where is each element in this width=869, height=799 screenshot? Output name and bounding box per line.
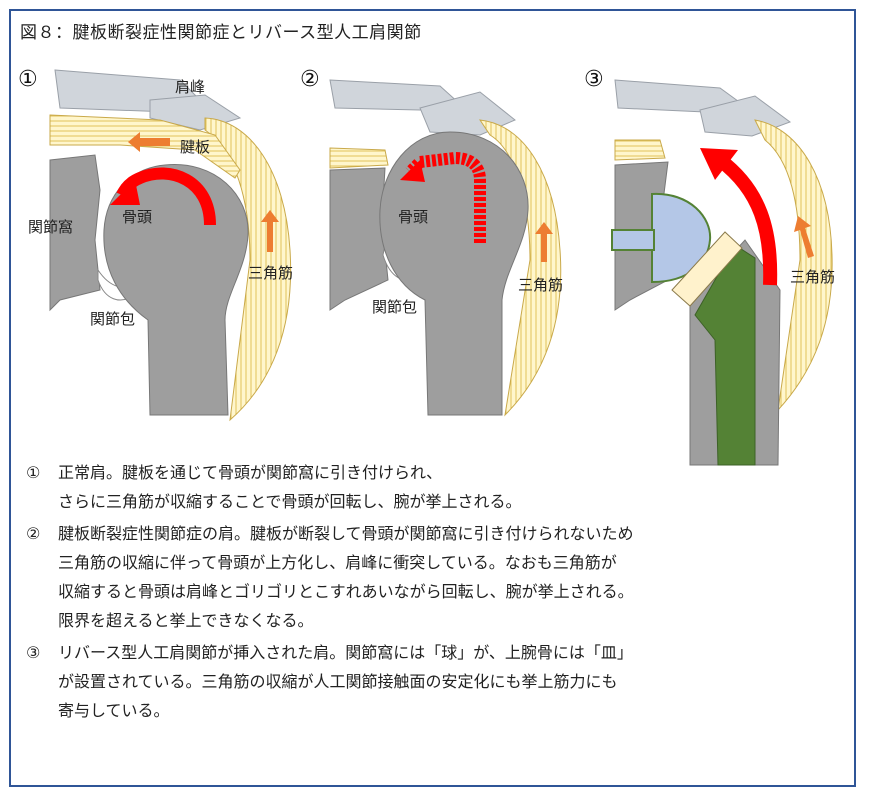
panel-2-label-capsule: 関節包 — [372, 298, 417, 316]
panel-3-glenosphere — [651, 192, 712, 284]
caption-line: 三角筋の収縮に伴って骨頭が上方化し、肩峰に衝突している。なおも三角筋が — [58, 553, 617, 572]
panel-1-label-acromion: 肩峰 — [175, 78, 205, 96]
caption-list: ① 正常肩。腱板を通じて骨頭が関節窩に引き付けられ、 さらに三角筋が収縮すること… — [26, 458, 846, 728]
caption-line: 収縮すると骨頭は肩峰とゴリゴリとこすれあいながら回転し、腕が挙上される。 — [58, 582, 634, 601]
panel-2-glenoid — [329, 167, 389, 311]
caption-line: 正常肩。腱板を通じて骨頭が関節窩に引き付けられ、 — [58, 463, 443, 482]
panel-1-rotation-arrowhead — [110, 180, 140, 205]
panel-1-deltoid-arrow — [261, 210, 279, 252]
panel-2: ② 骨頭 三角筋 関節包 — [300, 67, 563, 417]
caption-item-1: ① 正常肩。腱板を通じて骨頭が関節窩に引き付けられ、 さらに三角筋が収縮すること… — [26, 458, 846, 516]
panel-2-number: ② — [300, 67, 320, 92]
panel-3-rotation-arrow — [715, 154, 778, 286]
panel-1-label-glenoid: 関節窩 — [28, 218, 73, 236]
figure-title: 図８：腱板断裂症性関節症とリバース型人工肩関節 — [20, 23, 422, 43]
figure-frame — [9, 9, 856, 787]
caption-line: 腱板断裂症性関節症の肩。腱板が断裂して骨頭が関節窩に引き付けられないため — [58, 524, 634, 543]
panel-3-baseplate — [611, 229, 655, 251]
panel-3-humeral-cup — [671, 231, 743, 307]
caption-line: 限界を超えると挙上できなくなる。 — [58, 611, 314, 630]
panel-1: ① 肩峰 腱板 関節窩 骨頭 三角筋 関節包 — [18, 67, 293, 422]
panel-1-label-humeral-head: 骨頭 — [122, 208, 152, 226]
panel-1-number: ① — [18, 67, 38, 92]
panel-2-label-humeral-head: 骨頭 — [398, 208, 428, 226]
panel-2-rotator-cuff-torn — [329, 147, 389, 169]
panel-1-glenoid — [49, 154, 101, 312]
caption-number: ② — [26, 524, 41, 543]
panel-1-label-deltoid: 三角筋 — [248, 264, 293, 282]
caption-item-2: ② 腱板断裂症性関節症の肩。腱板が断裂して骨頭が関節窩に引き付けられないため 三… — [26, 519, 846, 635]
panel-3-rotation-arrowhead — [700, 148, 738, 180]
panel-2-rotation-arrow — [405, 151, 486, 243]
panel-3-number: ③ — [584, 67, 604, 92]
panel-1-cuff-arrow — [128, 132, 170, 152]
panel-2-humerus — [379, 131, 529, 416]
caption-line: リバース型人工肩関節が挿入された肩。関節窩には「球」が、上腕骨には「皿」 — [58, 643, 633, 662]
panel-3-label-deltoid: 三角筋 — [790, 268, 835, 286]
panel-2-deltoid-arrow — [535, 222, 553, 262]
caption-item-3: ③ リバース型人工肩関節が挿入された肩。関節窩には「球」が、上腕骨には「皿」 が… — [26, 638, 846, 725]
panel-3-rotator-cuff — [614, 139, 666, 161]
panel-3: ③ 三角筋 — [584, 67, 835, 466]
panel-3-humeral-stem — [694, 244, 756, 466]
panel-3-deltoid-muscle — [754, 119, 833, 412]
shoulder-diagrams: ① 肩峰 腱板 関節窩 骨頭 三角筋 関節包 ② — [18, 67, 835, 466]
panel-1-humerus — [103, 164, 249, 416]
panel-1-rotator-cuff — [49, 114, 241, 179]
caption-line: が設置されている。三角筋の収縮が人工関節接触面の安定化にも挙上筋力にも — [58, 672, 618, 691]
panel-1-deltoid-muscle — [204, 117, 292, 422]
panel-1-rotation-arrow — [116, 167, 216, 226]
panel-2-label-deltoid: 三角筋 — [518, 276, 563, 294]
panel-1-label-capsule: 関節包 — [90, 310, 135, 328]
panel-2-rotation-arrowhead — [400, 160, 425, 182]
caption-line: さらに三角筋が収縮することで骨頭が回転し、腕が挙上される。 — [58, 492, 522, 511]
caption-number: ① — [26, 463, 41, 482]
caption-number: ③ — [26, 643, 41, 662]
panel-1-label-rotator-cuff: 腱板 — [180, 138, 210, 156]
caption-line: 寄与している。 — [58, 701, 170, 720]
panel-3-deltoid-arrow — [794, 216, 814, 258]
